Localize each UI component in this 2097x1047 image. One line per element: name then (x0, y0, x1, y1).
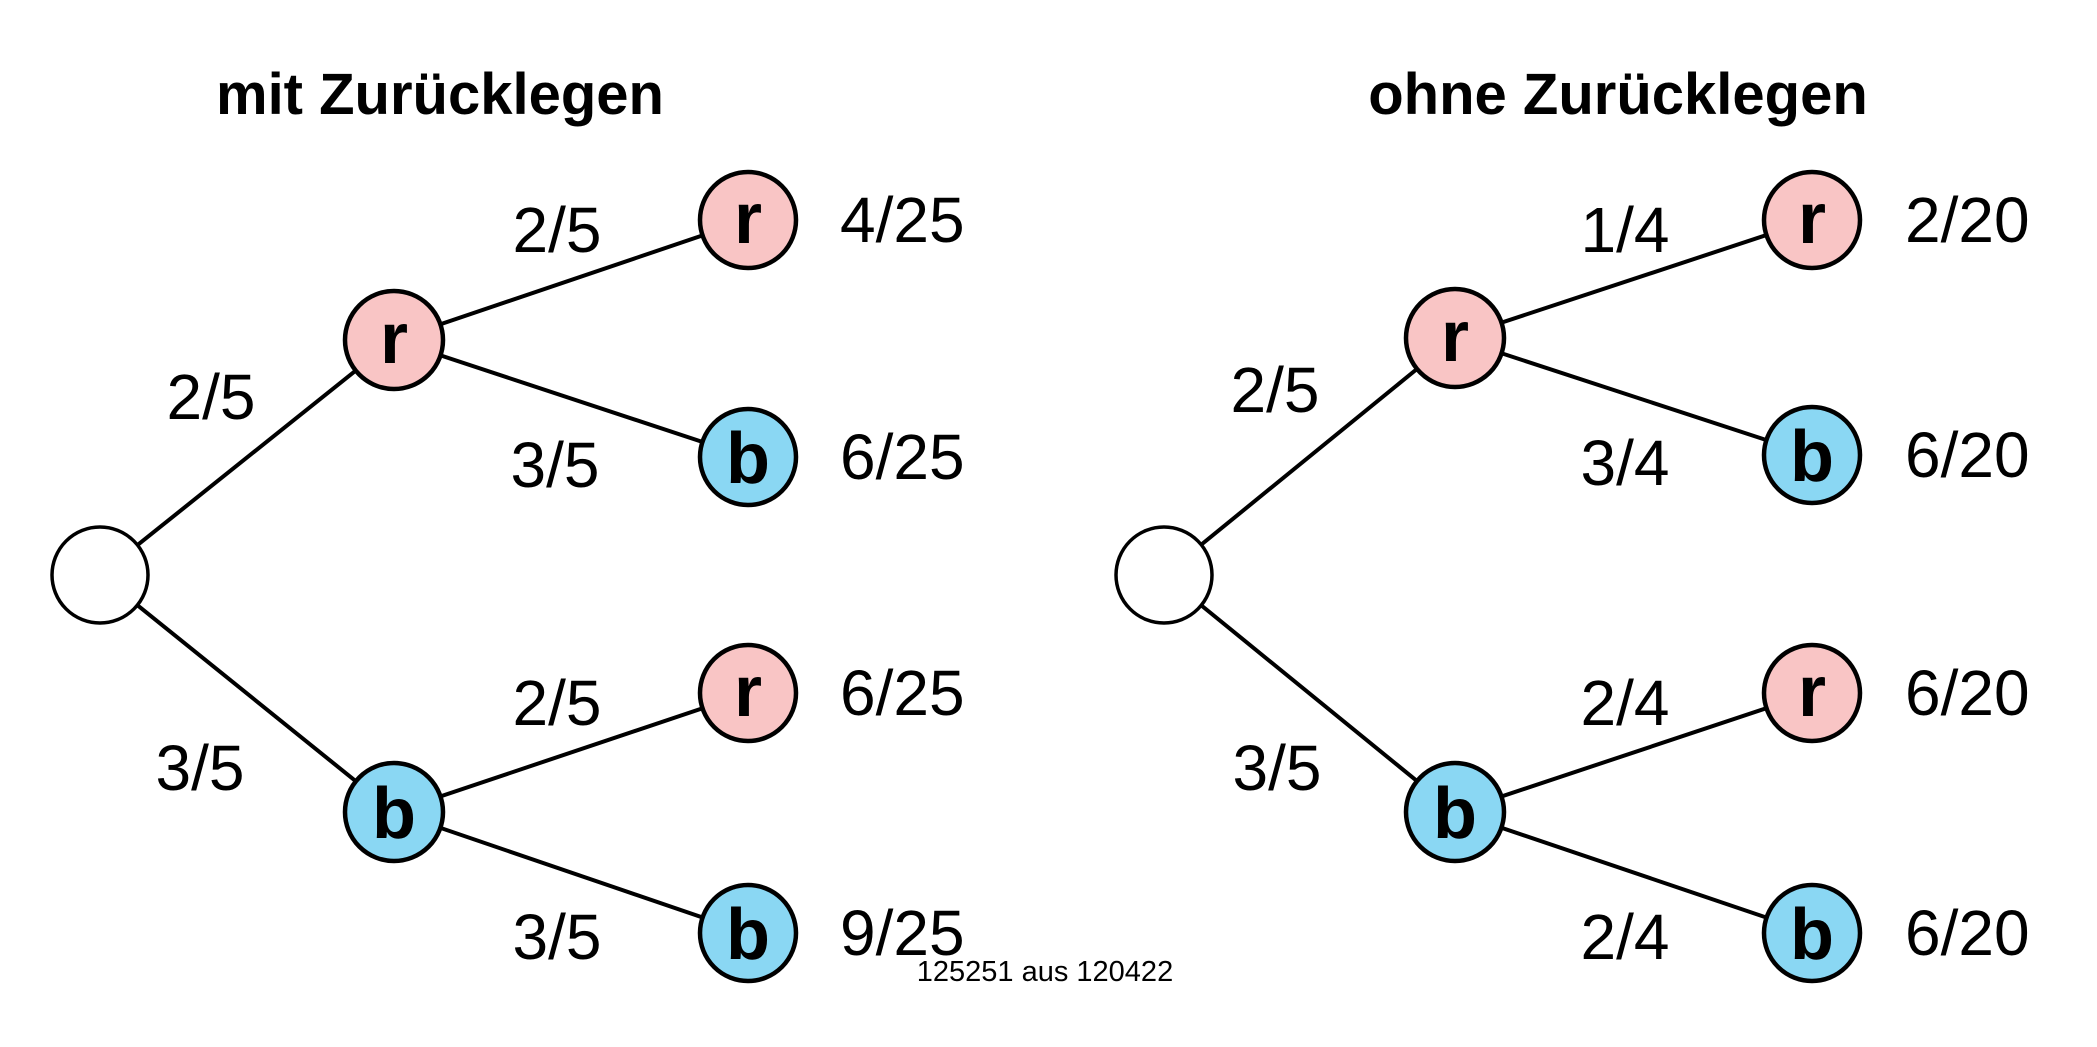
right-prob-b-r: 2/4 (1581, 667, 1670, 739)
left-node-b-letter: b (372, 774, 416, 854)
right-edge-root-b (1162, 573, 1457, 814)
left-tree-title: mit Zurücklegen (216, 62, 664, 127)
left-leaf-bb-letter: b (726, 895, 770, 975)
left-prob-r-b: 3/5 (511, 429, 600, 501)
left-prob-b-r: 2/5 (513, 667, 602, 739)
right-outcome-rr: 2/20 (1905, 184, 2030, 256)
right-edge-b-r (1454, 691, 1813, 814)
right-node-b (1403, 760, 1507, 864)
left-outcome-br: 6/25 (840, 657, 965, 729)
right-leaf-rb-letter: b (1790, 417, 1834, 497)
right-edge-r-b (1454, 336, 1813, 457)
left-leaf-br-letter: r (734, 652, 762, 732)
right-node-b-letter: b (1433, 774, 1477, 854)
left-edge-b-r (393, 691, 749, 814)
left-node-r-letter: r (380, 299, 408, 379)
left-edge-r-b (393, 338, 749, 459)
right-outcome-bb: 6/20 (1905, 897, 2030, 969)
left-node-r (342, 288, 446, 392)
left-edge-root-r (98, 338, 396, 577)
left-leaf-br (697, 642, 799, 744)
right-node-r (1403, 286, 1507, 390)
left-outcome-rr: 4/25 (840, 184, 965, 256)
right-prob-r-b: 3/4 (1581, 427, 1670, 499)
left-node-b (342, 760, 446, 864)
right-edge-b-b (1454, 810, 1813, 935)
left-prob-root-b: 3/5 (156, 732, 245, 804)
left-edge-b-b (393, 810, 749, 935)
right-leaf-br (1761, 642, 1863, 744)
left-edge-root-b (98, 573, 396, 814)
right-prob-root-b: 3/5 (1233, 732, 1322, 804)
left-outcome-rb: 6/25 (840, 421, 965, 493)
right-edge-root-r (1162, 336, 1457, 577)
right-prob-root-r: 2/5 (1231, 354, 1320, 426)
footer-caption: 125251 aus 120422 (917, 956, 1173, 988)
left-prob-root-r: 2/5 (167, 361, 256, 433)
right-leaf-bb (1761, 882, 1863, 984)
tree-without-replacement: ohne Zurücklegen 2/5 3/5 1/4 3/4 2/4 2/4… (1114, 62, 2030, 984)
right-leaf-rr (1761, 169, 1863, 271)
tree-with-replacement: mit Zurücklegen 2/5 3/5 2/5 3/5 2/5 3/5 … (50, 62, 965, 984)
left-leaf-rr-letter: r (734, 179, 762, 259)
left-edge-r-r (393, 218, 749, 342)
right-outcome-rb: 6/20 (1905, 419, 2030, 491)
right-prob-b-b: 2/4 (1581, 901, 1670, 973)
left-leaf-bb (697, 882, 799, 984)
left-prob-r-r: 2/5 (513, 194, 602, 266)
left-prob-b-b: 3/5 (513, 901, 602, 973)
right-tree-title: ohne Zurücklegen (1368, 62, 1868, 127)
right-leaf-br-letter: r (1798, 652, 1826, 732)
left-leaf-rb-letter: b (726, 419, 770, 499)
left-root-node (50, 525, 150, 625)
right-root-node (1114, 525, 1214, 625)
left-outcome-bb: 9/25 (840, 897, 965, 969)
right-outcome-br: 6/20 (1905, 657, 2030, 729)
right-leaf-rb (1761, 404, 1863, 506)
left-leaf-rb (697, 406, 799, 508)
right-leaf-rr-letter: r (1798, 179, 1826, 259)
left-leaf-rr (697, 169, 799, 271)
right-node-r-letter: r (1441, 297, 1469, 377)
right-leaf-bb-letter: b (1790, 895, 1834, 975)
right-prob-r-r: 1/4 (1581, 194, 1670, 266)
right-edge-r-r (1454, 218, 1813, 340)
